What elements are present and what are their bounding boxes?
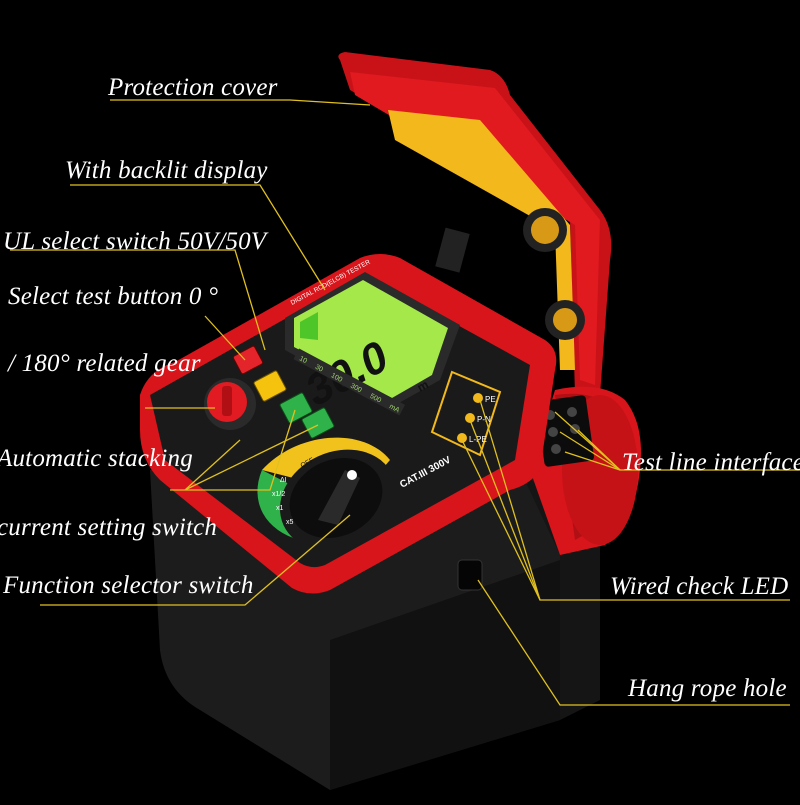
callout-function-selector-switch: Function selector switch — [3, 572, 254, 599]
test-button[interactable] — [301, 407, 335, 439]
leader-test-line-d — [577, 429, 621, 471]
leader-automatic-stacking-c — [184, 439, 241, 491]
callout-ul-select-switch: UL select switch 50V/50V — [3, 228, 267, 255]
range-strip: 10 30 100 300 500 mA — [293, 348, 406, 416]
dial-label-half: x1/2 — [272, 491, 285, 498]
leader-select-test — [204, 315, 246, 361]
led-pn — [465, 413, 475, 423]
ul-select-button[interactable] — [232, 345, 264, 375]
callout-select-test-button: Select test button 0 ° — [8, 283, 219, 310]
range-label-ma: mA — [388, 403, 401, 414]
led-label-pe: PE — [485, 395, 496, 404]
callout-test-line-interface: Test line interface — [622, 449, 800, 476]
dial-label-x5: x5 — [286, 519, 294, 526]
range-label-300: 300 — [349, 383, 363, 395]
leader-hang-rope — [477, 579, 790, 706]
leader-ul-select — [10, 249, 266, 351]
leader-function-selector — [40, 514, 351, 606]
range-label-100: 100 — [330, 372, 344, 384]
leader-wired-led-b — [469, 419, 541, 601]
callout-related-gear: / 180° related gear — [8, 350, 201, 377]
protection-cover — [338, 52, 612, 395]
leader-lines — [10, 99, 800, 706]
leader-protection-cover — [110, 99, 371, 106]
callout-hang-rope-hole: Hang rope hole — [628, 675, 787, 702]
leader-wired-led-c — [461, 439, 541, 601]
phase-gear-knob[interactable] — [204, 378, 256, 430]
callout-protection-cover: Protection cover — [108, 74, 278, 101]
leader-automatic-stacking-a — [170, 409, 296, 491]
range-label-500: 500 — [369, 393, 383, 405]
led-label-pn: P-N — [477, 415, 491, 424]
range-label-30: 30 — [314, 364, 324, 374]
callout-wired-check-led: Wired check LED — [610, 573, 789, 600]
select-test-button[interactable] — [253, 370, 287, 402]
led-lpe — [457, 433, 467, 443]
callout-backlit-display: With backlit display — [65, 157, 268, 184]
callout-automatic-stacking: Automatic stacking — [0, 445, 193, 472]
function-selector-dial[interactable] — [257, 431, 412, 569]
auto-stack-button[interactable] — [279, 392, 313, 424]
callout-current-setting-switch: current setting switch — [0, 514, 218, 541]
hang-rope-hole — [457, 559, 483, 591]
leader-test-line-b — [559, 431, 621, 471]
leader-backlit-display — [70, 184, 326, 291]
test-line-jacks — [536, 395, 594, 467]
leader-test-line-c — [564, 451, 621, 471]
range-label-10: 10 — [298, 355, 308, 365]
dial-label-x1: x1 — [276, 505, 284, 512]
leader-automatic-stacking-b — [184, 424, 319, 491]
led-pe — [473, 393, 483, 403]
dial-label-delta: ΔI — [280, 477, 287, 484]
